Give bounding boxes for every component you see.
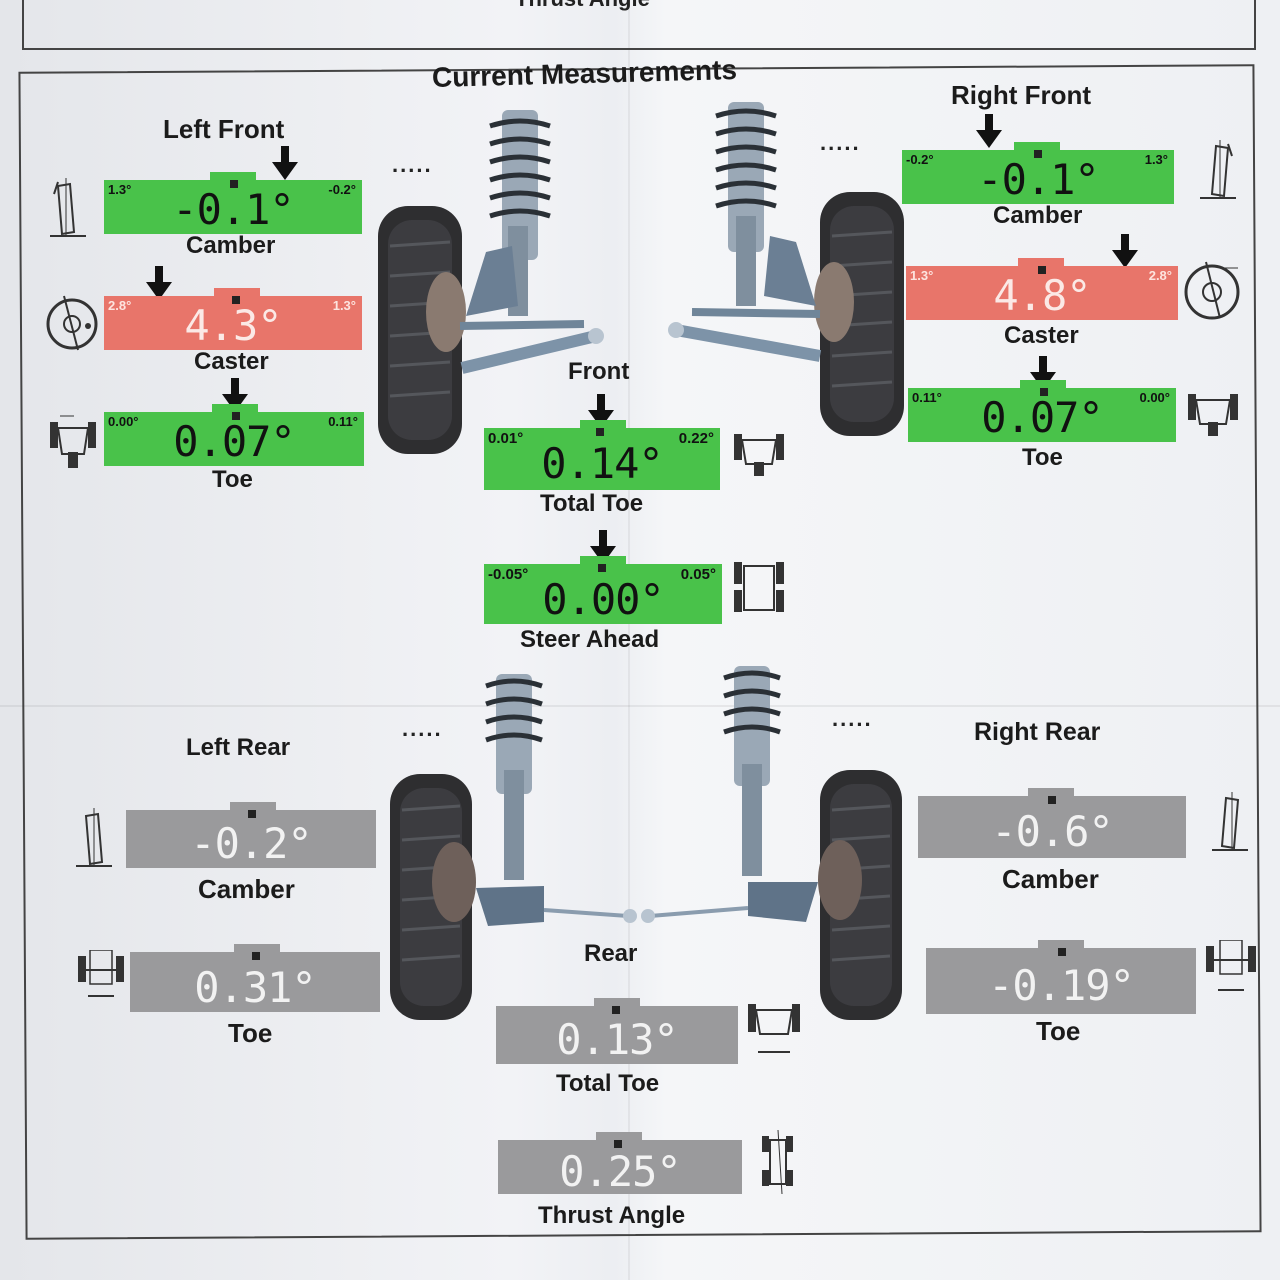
right-front-camber-max: 1.3° bbox=[1144, 152, 1168, 167]
left-front-camber-value: -0.1° bbox=[172, 185, 294, 234]
rear-thrust-angle-label: Thrust Angle bbox=[538, 1202, 686, 1229]
right-rear-camber-gauge: -0.6° bbox=[918, 788, 1186, 858]
left-rear-toe-value: 0.31° bbox=[194, 963, 316, 1012]
front-steer-ahead-value: 0.00° bbox=[542, 575, 664, 624]
camber-diagram-icon bbox=[76, 808, 112, 867]
left-front-toe-min: 0.00° bbox=[108, 414, 139, 429]
right-front-toe-max: 0.00° bbox=[1139, 390, 1170, 405]
right-front-caster-pointer-icon bbox=[1112, 234, 1138, 268]
right-front-caster-max: 2.8° bbox=[1148, 268, 1172, 283]
front-steer-ahead-min: -0.05° bbox=[488, 566, 529, 583]
rear-thrust-angle-value: 0.25° bbox=[559, 1147, 681, 1196]
right-front-camber-min: -0.2° bbox=[906, 152, 934, 167]
right-front-toe-value: 0.07° bbox=[981, 393, 1103, 442]
rear-total-toe-label: Total Toe bbox=[556, 1070, 660, 1097]
right-front-caster-min: 1.3° bbox=[910, 268, 934, 283]
front-steer-ahead-label: Steer Ahead bbox=[520, 626, 660, 653]
right-front-toe-label: Toe bbox=[1022, 444, 1063, 471]
front-total-toe-min: 0.01° bbox=[488, 430, 524, 447]
left-rear-toe-label: Toe bbox=[228, 1018, 273, 1048]
rear-heading: Rear bbox=[584, 940, 638, 967]
front-steer-ahead-gauge: -0.05° 0.05° 0.00° bbox=[484, 556, 722, 624]
right-rear-heading: Right Rear bbox=[974, 718, 1101, 746]
right-front-camber-pointer-icon bbox=[976, 114, 1002, 148]
front-heading: Front bbox=[568, 358, 630, 385]
rear-total-toe-value: 0.13° bbox=[556, 1015, 678, 1064]
camber-diagram-icon bbox=[1200, 140, 1236, 199]
left-front-camber-max: -0.2° bbox=[328, 182, 356, 197]
right-front-caster-value: 4.8° bbox=[993, 271, 1091, 320]
left-front-toe-value: 0.07° bbox=[173, 417, 295, 466]
right-front-camber-label: Camber bbox=[993, 202, 1083, 229]
camber-diagram-icon bbox=[1212, 792, 1248, 851]
right-front-toe-min: 0.11° bbox=[912, 390, 942, 405]
right-front-caster-gauge: 1.3° 2.8° 4.8° bbox=[906, 258, 1178, 320]
left-front-camber-label: Camber bbox=[186, 232, 276, 259]
left-rear-camber-value: -0.2° bbox=[190, 819, 312, 868]
caster-diagram-icon bbox=[1184, 261, 1240, 320]
front-suspension-illustration bbox=[378, 102, 904, 454]
left-front-toe-label: Toe bbox=[212, 466, 253, 493]
left-rear-toe-gauge: 0.31° bbox=[130, 944, 380, 1012]
front-total-toe-gauge: 0.01° 0.22° 0.14° bbox=[484, 420, 720, 490]
front-total-toe-label: Total Toe bbox=[540, 490, 644, 517]
toe-diagram-icon bbox=[1206, 940, 1256, 991]
total-toe-diagram-icon bbox=[734, 434, 784, 476]
left-front-caster-max: 1.3° bbox=[332, 298, 356, 313]
left-front-caster-value: 4.3° bbox=[184, 301, 282, 350]
right-front-toe-gauge: 0.11° 0.00° 0.07° bbox=[908, 380, 1176, 442]
left-front-caster-min: 2.8° bbox=[108, 298, 132, 313]
toe-diagram-icon bbox=[1188, 394, 1238, 436]
previous-section-caption: Thrust Angle bbox=[515, 0, 650, 12]
caster-diagram-icon bbox=[46, 295, 98, 351]
camber-diagram-icon bbox=[50, 178, 86, 237]
toe-diagram-icon bbox=[50, 415, 96, 468]
left-rear-camber-label: Camber bbox=[198, 874, 295, 904]
rear-suspension-illustration bbox=[390, 666, 902, 1020]
right-rear-toe-value: -0.19° bbox=[988, 961, 1135, 1010]
right-front-camber-value: -0.1° bbox=[977, 155, 1099, 204]
right-rear-camber-label: Camber bbox=[1002, 864, 1099, 894]
rear-left-leader-dots: ..... bbox=[402, 716, 443, 741]
right-rear-toe-gauge: -0.19° bbox=[926, 940, 1196, 1014]
paper-fold-vertical bbox=[628, 0, 630, 1280]
front-right-leader-dots: ..... bbox=[820, 130, 861, 155]
rear-total-toe-gauge: 0.13° bbox=[496, 998, 738, 1064]
front-total-toe-value: 0.14° bbox=[541, 439, 663, 488]
left-front-camber-pointer-icon bbox=[272, 146, 298, 180]
right-front-heading: Right Front bbox=[951, 80, 1092, 110]
total-toe-diagram-icon bbox=[748, 1004, 800, 1053]
left-front-toe-gauge: 0.00° 0.11° 0.07° bbox=[104, 404, 364, 466]
left-front-camber-gauge: 1.3° -0.2° -0.1° bbox=[104, 172, 362, 234]
left-rear-camber-gauge: -0.2° bbox=[126, 802, 376, 868]
right-front-camber-gauge: -0.2° 1.3° -0.1° bbox=[902, 142, 1174, 204]
left-front-camber-min: 1.3° bbox=[108, 182, 132, 197]
front-left-leader-dots: ..... bbox=[392, 152, 433, 177]
right-front-caster-label: Caster bbox=[1004, 322, 1079, 349]
rear-thrust-angle-gauge: 0.25° bbox=[498, 1132, 742, 1196]
left-front-caster-gauge: 2.8° 1.3° 4.3° bbox=[104, 288, 362, 350]
previous-section-frame bbox=[22, 0, 1256, 50]
thrust-angle-diagram-icon bbox=[762, 1130, 793, 1194]
left-front-toe-max: 0.11° bbox=[328, 414, 358, 429]
rear-right-leader-dots: ..... bbox=[832, 706, 873, 731]
left-front-caster-pointer-icon bbox=[146, 266, 172, 300]
toe-diagram-icon bbox=[78, 950, 124, 997]
left-front-heading: Left Front bbox=[163, 114, 285, 144]
right-rear-toe-label: Toe bbox=[1036, 1016, 1081, 1046]
right-rear-camber-value: -0.6° bbox=[991, 807, 1113, 856]
steer-ahead-diagram-icon bbox=[734, 562, 784, 612]
front-steer-ahead-max: 0.05° bbox=[680, 566, 716, 583]
front-total-toe-max: 0.22° bbox=[678, 430, 714, 447]
left-rear-heading: Left Rear bbox=[186, 734, 291, 761]
paper-fold bbox=[0, 705, 1280, 707]
left-front-caster-label: Caster bbox=[194, 348, 269, 375]
